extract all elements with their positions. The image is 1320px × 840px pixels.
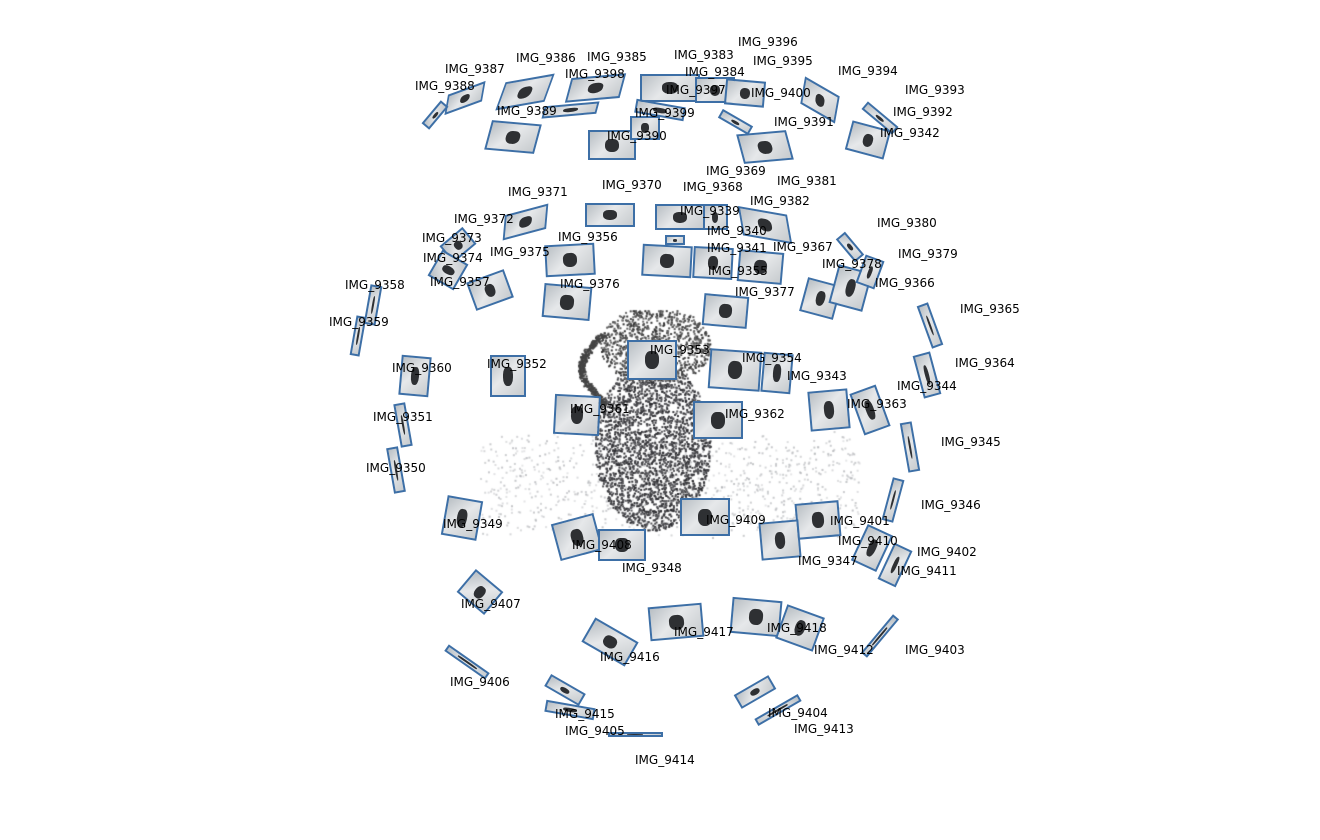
camera-frustum [665, 235, 685, 245]
camera-label: IMG_9360 [392, 361, 452, 375]
camera-label: IMG_9390 [607, 129, 667, 143]
camera-label: IMG_9416 [600, 650, 660, 664]
camera-label: IMG_9377 [735, 285, 795, 299]
camera-label: IMG_9389 [497, 104, 557, 118]
camera-label: IMG_9355 [708, 264, 768, 278]
camera-label: IMG_9369 [706, 164, 766, 178]
camera-frustum [702, 204, 728, 230]
camera-label: IMG_9375 [490, 245, 550, 259]
camera-label: IMG_9356 [558, 230, 618, 244]
camera-label: IMG_9358 [345, 278, 405, 292]
camera-label: IMG_9361 [570, 402, 630, 416]
camera-label: IMG_9363 [847, 397, 907, 411]
camera-frustum [680, 498, 730, 536]
camera-label: IMG_9357 [430, 275, 490, 289]
camera-frustum [490, 355, 526, 397]
camera-label: IMG_9394 [838, 64, 898, 78]
camera-label: IMG_9350 [366, 461, 426, 475]
camera-frustum [588, 130, 636, 160]
camera-label: IMG_9359 [329, 315, 389, 329]
camera-label: IMG_9413 [794, 722, 854, 736]
camera-label: IMG_9370 [602, 178, 662, 192]
camera-label: IMG_9343 [787, 369, 847, 383]
camera-label: IMG_9398 [565, 67, 625, 81]
camera-label: IMG_9368 [683, 180, 743, 194]
camera-label: IMG_9349 [443, 517, 503, 531]
camera-label: IMG_9346 [921, 498, 981, 512]
camera-label: IMG_9381 [777, 174, 837, 188]
camera-label: IMG_9354 [742, 351, 802, 365]
camera-label: IMG_9351 [373, 410, 433, 424]
camera-frustum [585, 203, 635, 227]
camera-label: IMG_9407 [461, 597, 521, 611]
camera-label: IMG_9352 [487, 357, 547, 371]
camera-frustum [607, 731, 663, 737]
camera-label: IMG_9367 [773, 240, 833, 254]
camera-label: IMG_9374 [423, 251, 483, 265]
camera-label: IMG_9340 [707, 224, 767, 238]
camera-frustum [598, 529, 646, 561]
camera-frustum [484, 120, 542, 154]
camera-label: IMG_9414 [635, 753, 695, 767]
camera-frustum [544, 242, 596, 278]
camera-label: IMG_9347 [798, 554, 858, 568]
camera-label: IMG_9403 [905, 643, 965, 657]
camera-label: IMG_9345 [941, 435, 1001, 449]
camera-label: IMG_9342 [880, 126, 940, 140]
camera-frustum [655, 204, 705, 230]
camera-label: IMG_9393 [905, 83, 965, 97]
camera-label: IMG_9406 [450, 675, 510, 689]
camera-label: IMG_9417 [674, 625, 734, 639]
camera-label: IMG_9339 [680, 204, 740, 218]
camera-label: IMG_9372 [454, 212, 514, 226]
camera-label: IMG_9397 [666, 83, 726, 97]
camera-label: IMG_9410 [838, 534, 898, 548]
camera-label: IMG_9391 [774, 115, 834, 129]
camera-label: IMG_9392 [893, 105, 953, 119]
camera-frustum [641, 243, 693, 279]
camera-label: IMG_9383 [674, 48, 734, 62]
camera-frustum [640, 74, 700, 102]
camera-label: IMG_9380 [877, 216, 937, 230]
camera-label: IMG_9405 [565, 724, 625, 738]
camera-frustum [630, 116, 660, 140]
camera-label: IMG_9378 [822, 257, 882, 271]
camera-frustum [693, 401, 743, 439]
camera-label: IMG_9411 [897, 564, 957, 578]
camera-frustum [627, 340, 677, 380]
camera-label: IMG_9379 [898, 247, 958, 261]
camera-label: IMG_9412 [814, 643, 874, 657]
camera-label: IMG_9418 [767, 621, 827, 635]
camera-label: IMG_9382 [750, 194, 810, 208]
camera-label: IMG_9408 [572, 538, 632, 552]
camera-label: IMG_9385 [587, 50, 647, 64]
camera-label: IMG_9401 [830, 514, 890, 528]
camera-label: IMG_9386 [516, 51, 576, 65]
camera-label: IMG_9373 [422, 231, 482, 245]
camera-label: IMG_9404 [768, 706, 828, 720]
camera-label: IMG_9362 [725, 407, 785, 421]
camera-label: IMG_9353 [650, 343, 710, 357]
camera-label: IMG_9395 [753, 54, 813, 68]
camera-label: IMG_9396 [738, 35, 798, 49]
camera-label: IMG_9341 [707, 241, 767, 255]
camera-label: IMG_9415 [555, 707, 615, 721]
camera-label: IMG_9402 [917, 545, 977, 559]
camera-label: IMG_9399 [635, 106, 695, 120]
camera-label: IMG_9376 [560, 277, 620, 291]
camera-label: IMG_9388 [415, 79, 475, 93]
camera-label: IMG_9387 [445, 62, 505, 76]
camera-label: IMG_9409 [706, 513, 766, 527]
camera-frustum [736, 130, 794, 164]
camera-frustum [807, 388, 851, 432]
camera-label: IMG_9344 [897, 379, 957, 393]
camera-label: IMG_9371 [508, 185, 568, 199]
camera-label: IMG_9400 [751, 86, 811, 100]
camera-label: IMG_9365 [960, 302, 1020, 316]
camera-label: IMG_9348 [622, 561, 682, 575]
camera-label: IMG_9384 [685, 65, 745, 79]
camera-label: IMG_9364 [955, 356, 1015, 370]
camera-label: IMG_9366 [875, 276, 935, 290]
